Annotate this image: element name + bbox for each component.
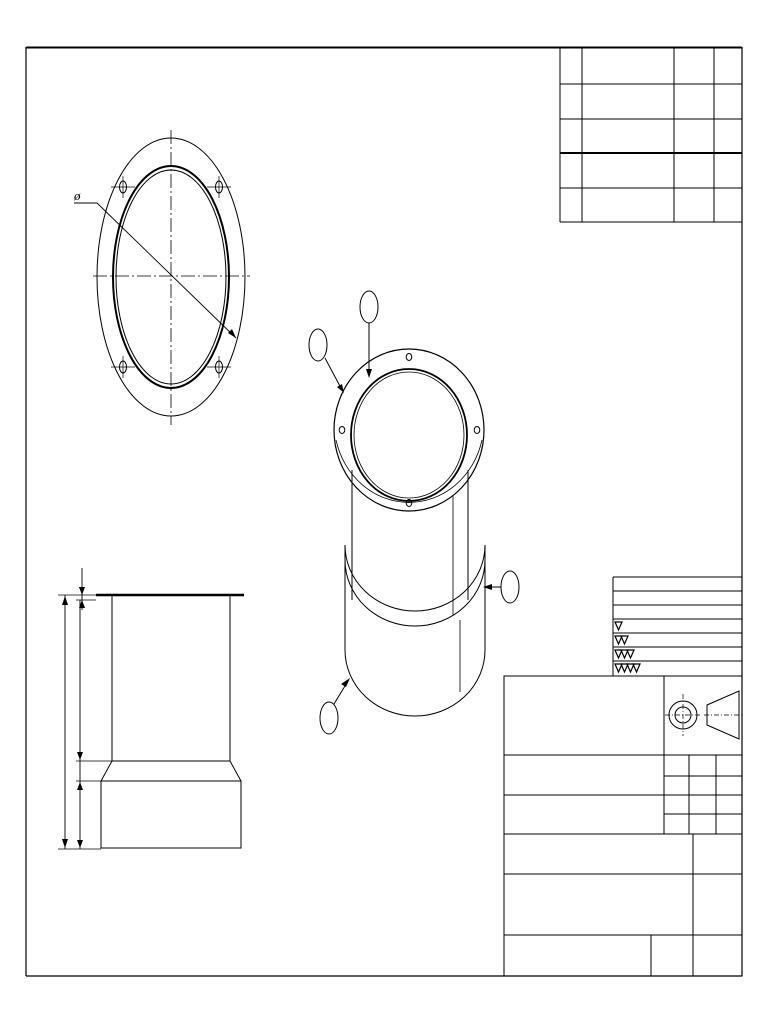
bolt-hole-bottom-right [207, 356, 231, 378]
finish-1-triangle-icon [614, 621, 623, 632]
finish-3-triangle-icon [614, 649, 635, 660]
balloon-2 [308, 328, 344, 393]
isometric-view [333, 348, 486, 717]
flange-thickness-dimension [79, 568, 85, 610]
balloon-4 [319, 678, 350, 735]
iso-flange-outer [333, 348, 485, 512]
front-view-flange [74, 130, 250, 425]
collar-outline [344, 545, 486, 717]
iso-bolt-hole-top [405, 353, 413, 361]
finish-2-triangle-icon [614, 635, 629, 646]
parts-list-table [559, 47, 742, 223]
iso-bolt-hole-left [338, 426, 346, 434]
diameter-dimension [74, 202, 237, 339]
iso-bolt-hole-bottom [405, 499, 413, 507]
iso-bolt-hole-right [473, 426, 481, 434]
title-block [503, 675, 743, 977]
iso-flange-inner [350, 368, 468, 502]
balloon-3 [483, 570, 520, 604]
finish-4-triangle-icon [614, 663, 641, 674]
collar-height-dimension [77, 761, 83, 849]
collar-body [100, 780, 242, 849]
height-dimension [62, 595, 68, 849]
surface-finish-symbols [614, 621, 641, 674]
bolt-hole-top-right [207, 176, 231, 198]
sheet-border [25, 46, 743, 977]
pipe-length-dimension [77, 600, 83, 761]
bolt-hole-top-left [111, 176, 135, 198]
side-elevation [58, 568, 244, 850]
third-angle-projection-icon [665, 690, 742, 740]
surface-finish-table [612, 576, 742, 676]
balloon-1 [359, 290, 379, 378]
bolt-hole-bottom-left [111, 356, 135, 378]
diameter-symbol: ø [73, 188, 81, 203]
